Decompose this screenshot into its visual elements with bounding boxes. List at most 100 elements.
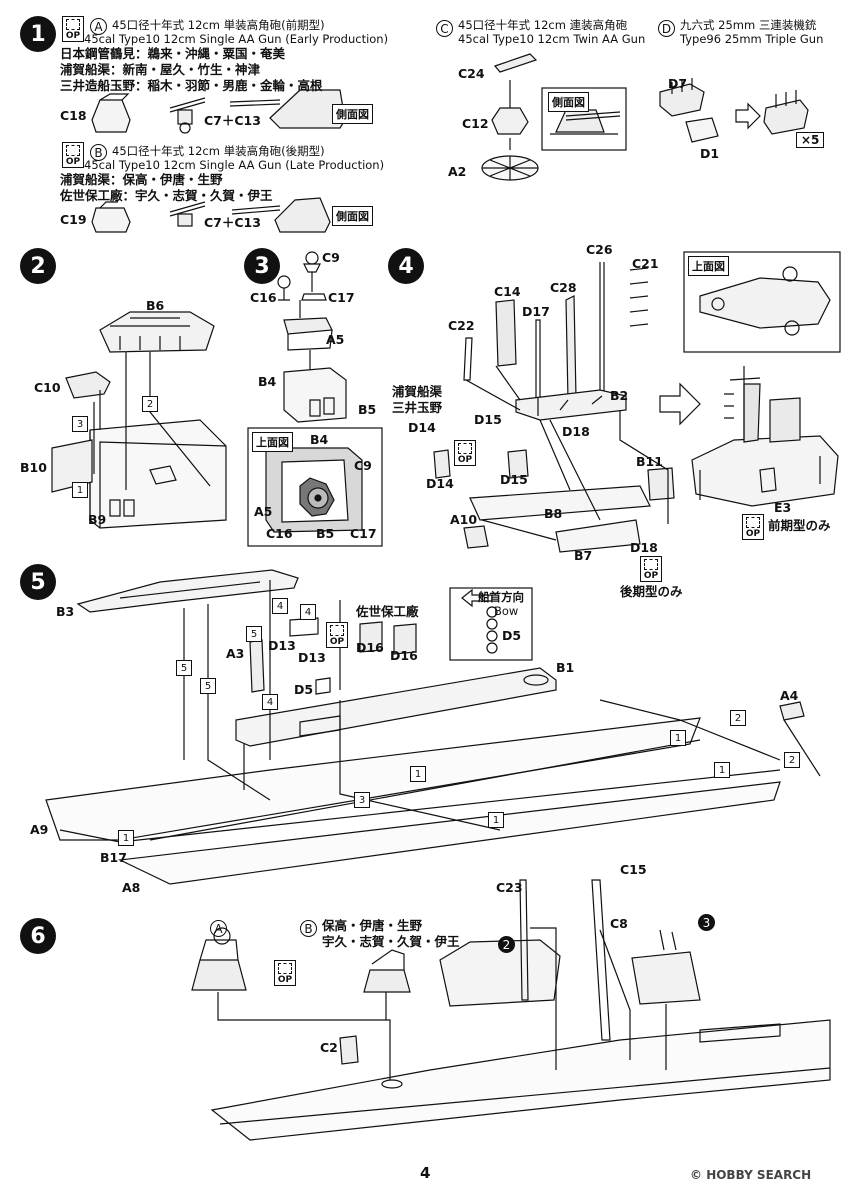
part-label-d16-b: D16 bbox=[390, 648, 418, 663]
part-label-c9: C9 bbox=[322, 250, 340, 265]
page-number: 4 bbox=[420, 1164, 431, 1182]
step-1-number: 1 bbox=[30, 21, 46, 47]
part-label-c7-c13-b: C7＋C13 bbox=[204, 215, 261, 230]
bow-direction-jp: 船首方向 bbox=[478, 590, 524, 604]
order-box: 3 bbox=[72, 416, 88, 432]
op-label: OP bbox=[745, 529, 761, 539]
part-label-e3: E3 bbox=[774, 500, 792, 515]
watermark: © HOBBY SEARCH bbox=[690, 1168, 811, 1182]
step3-parts-drawing bbox=[277, 251, 347, 423]
gun-b-title-jp: 45口径十年式 12cm 単装高角砲(後期型) bbox=[112, 144, 325, 158]
part-label-d13-a: D13 bbox=[268, 638, 296, 653]
step-6-number: 6 bbox=[30, 923, 46, 949]
sasebo-note: 佐世保工廠 bbox=[356, 604, 419, 619]
part-label-a2: A2 bbox=[448, 164, 467, 179]
part-label-c19: C19 bbox=[60, 212, 87, 227]
triple-gun-d-drawing bbox=[659, 78, 809, 143]
op-icon: OP bbox=[62, 16, 84, 42]
part-label-a8: A8 bbox=[122, 880, 141, 895]
op-label: OP bbox=[329, 637, 345, 647]
triple-gun-title-en: Type96 25mm Triple Gun bbox=[680, 32, 824, 46]
part-label-d1: D1 bbox=[700, 146, 720, 161]
gun-b-ships-line-2: 佐世保工廠：宇久・志賀・久賀・伊王 bbox=[60, 188, 273, 203]
part-label-c17: C17 bbox=[328, 290, 355, 305]
hull-sides-drawing bbox=[45, 717, 781, 885]
part-label-c24: C24 bbox=[458, 66, 485, 81]
step6-b-ships-line-1: 保高・伊唐・生野 bbox=[322, 918, 423, 933]
step6-hull-drawing bbox=[210, 879, 831, 1141]
op-label: OP bbox=[65, 31, 81, 41]
triple-gun-title-jp: 九六式 25mm 三連装機銃 bbox=[680, 18, 817, 32]
part-label-c21: C21 bbox=[632, 256, 659, 271]
part-label-a4: A4 bbox=[780, 688, 799, 703]
variant-a-marker-step6: A bbox=[210, 920, 227, 937]
step-3-badge: 3 bbox=[244, 248, 280, 284]
op-label: OP bbox=[457, 455, 473, 465]
order-box: 1 bbox=[410, 766, 426, 782]
part-label-d14-b: D14 bbox=[426, 476, 454, 491]
part-label-c15: C15 bbox=[620, 862, 647, 877]
part-label-d13-b: D13 bbox=[298, 650, 326, 665]
variant-b-marker-step6: B bbox=[300, 920, 317, 937]
twin-gun-title-en: 45cal Type10 12cm Twin AA Gun bbox=[458, 32, 646, 46]
part-label-b1: B1 bbox=[556, 660, 575, 675]
part-label-c12: C12 bbox=[462, 116, 489, 131]
uraga-note-line-2: 三井玉野 bbox=[392, 400, 443, 415]
part-label-b9: B9 bbox=[88, 512, 107, 527]
part-label-b17: B17 bbox=[100, 850, 127, 865]
step-3-number: 3 bbox=[254, 253, 270, 279]
step-5-badge: 5 bbox=[20, 564, 56, 600]
twin-gun-title-jp: 45口径十年式 12cm 連装高角砲 bbox=[458, 18, 628, 32]
part-label-c18: C18 bbox=[60, 108, 87, 123]
variant-c-marker: C bbox=[436, 20, 453, 37]
step4-assembled-drawing bbox=[691, 366, 839, 507]
bow-direction-en: Bow bbox=[494, 604, 519, 618]
side-view-tag-a: 側面図 bbox=[332, 104, 373, 124]
order-box: 5 bbox=[200, 678, 216, 694]
inset-label-c9: C9 bbox=[354, 458, 372, 473]
step-6-badge: 6 bbox=[20, 918, 56, 954]
step-2-badge: 2 bbox=[20, 248, 56, 284]
inset-label-c16: C16 bbox=[266, 526, 293, 541]
variant-d-marker: D bbox=[658, 20, 675, 37]
gun-barrel-c7b-drawing bbox=[169, 201, 206, 227]
op-icon: OP bbox=[640, 556, 662, 582]
part-label-d18-b: D18 bbox=[630, 540, 658, 555]
top-view-tag-3: 上面図 bbox=[252, 432, 293, 452]
step6-gun-b-drawing bbox=[363, 949, 411, 993]
uraga-note-line-1: 浦賀船渠 bbox=[392, 384, 443, 399]
step-1-badge: 1 bbox=[20, 16, 56, 52]
part-label-a9: A9 bbox=[30, 822, 49, 837]
step4-arrow bbox=[659, 382, 701, 426]
side-view-tag-c: 側面図 bbox=[548, 92, 589, 112]
side-view-tag-b: 側面図 bbox=[332, 206, 373, 226]
part-label-d7: D7 bbox=[668, 76, 688, 91]
inset-label-a5: A5 bbox=[254, 504, 273, 519]
part-label-a5: A5 bbox=[326, 332, 345, 347]
ref-step-2-marker: 2 bbox=[498, 936, 515, 953]
inset-label-b4: B4 bbox=[310, 432, 329, 447]
gun-a-ships-line-1: 日本鋼管鶴見：鵜来・沖縄・粟国・奄美 bbox=[60, 46, 286, 61]
gun-b-ships-line-1: 浦賀船渠：保高・伊唐・生野 bbox=[60, 172, 223, 187]
step-5-number: 5 bbox=[30, 569, 46, 595]
part-label-d16-a: D16 bbox=[356, 640, 384, 655]
inset-label-b5: B5 bbox=[316, 526, 335, 541]
step4-top-view-box bbox=[683, 251, 841, 353]
part-label-b5: B5 bbox=[358, 402, 377, 417]
part-label-c26: C26 bbox=[586, 242, 613, 257]
variant-b-marker: B bbox=[90, 144, 107, 161]
part-label-d14-a: D14 bbox=[408, 420, 436, 435]
part-label-c10: C10 bbox=[34, 380, 61, 395]
op-icon: OP bbox=[742, 514, 764, 540]
gun-a-ships-line-2: 浦賀船渠：新南・屋久・竹生・神津 bbox=[60, 62, 261, 77]
part-label-c16: C16 bbox=[250, 290, 277, 305]
bridge-b6-drawing bbox=[99, 311, 215, 353]
order-box: 2 bbox=[730, 710, 746, 726]
order-box: 1 bbox=[488, 812, 504, 828]
part-label-b2: B2 bbox=[610, 388, 629, 403]
part-label-b4: B4 bbox=[258, 374, 277, 389]
part-label-d15-a: D15 bbox=[474, 412, 502, 427]
order-box: 1 bbox=[670, 730, 686, 746]
step-4-badge: 4 bbox=[388, 248, 424, 284]
order-box: 3 bbox=[354, 792, 370, 808]
